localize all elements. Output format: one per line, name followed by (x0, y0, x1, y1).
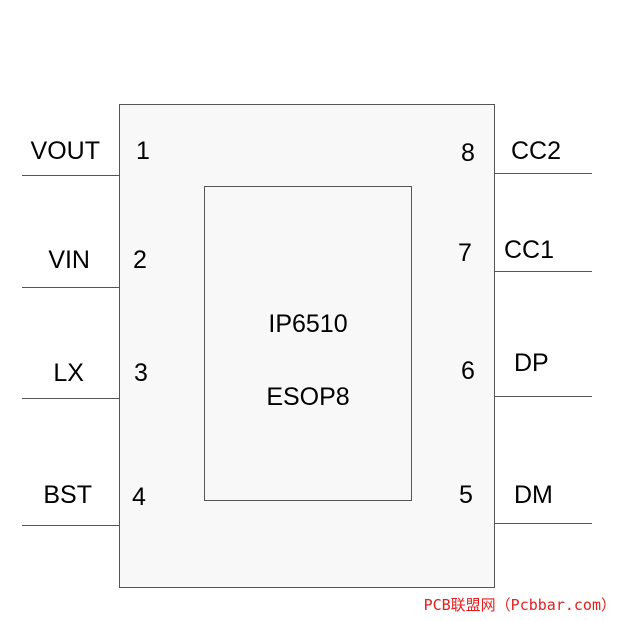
pin-1-name: VOUT (30, 137, 100, 165)
pin-7-name: CC1 (504, 236, 555, 264)
pin-4-number: 4 (132, 483, 146, 511)
pin-3-number: 3 (134, 359, 148, 387)
pin-5-lead (495, 523, 592, 524)
pin-2-name: VIN (48, 246, 90, 274)
pin-8-number: 8 (461, 139, 475, 167)
pin-2-number: 2 (133, 246, 147, 274)
watermark-text: PCB联盟网（Pcbbar.com） (423, 596, 616, 614)
pin-4-lead (22, 525, 119, 526)
pin-1-number: 1 (136, 137, 150, 165)
pin-6-name: DP (514, 349, 549, 377)
pin-6-lead (495, 396, 592, 397)
pin-1-lead (22, 175, 119, 176)
package-name: ESOP8 (266, 383, 350, 411)
die-outline (204, 186, 412, 501)
pin-6-number: 6 (461, 357, 475, 385)
part-number: IP6510 (268, 310, 348, 338)
pin-8-name: CC2 (511, 137, 562, 165)
pin-7-number: 7 (458, 239, 472, 267)
pin-3-name: LX (53, 359, 84, 387)
pin-4-name: BST (43, 481, 92, 509)
pin-5-number: 5 (459, 481, 473, 509)
pin-8-lead (495, 173, 592, 174)
pin-3-lead (22, 398, 119, 399)
pin-5-name: DM (514, 481, 553, 509)
pin-7-lead (495, 271, 592, 272)
pin-2-lead (22, 287, 119, 288)
